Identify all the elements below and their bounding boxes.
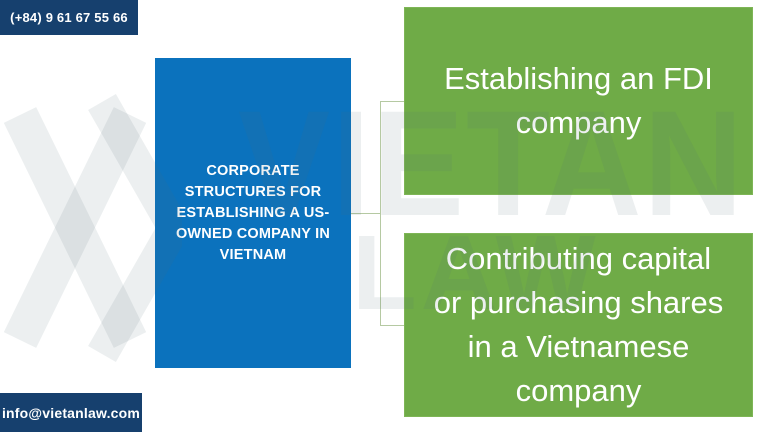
email-address: info@vietanlaw.com — [1, 404, 141, 421]
connector-spine-to-child-1 — [380, 101, 404, 102]
email-badge: info@vietanlaw.com — [0, 393, 142, 432]
child-node-fdi-label: Establishing an FDI company — [444, 61, 713, 140]
root-node-corporate-structures: CORPORATE STRUCTURES FOR ESTABLISHING A … — [155, 58, 351, 368]
connector-spine-to-child-2 — [380, 325, 404, 326]
child-node-capital-contribution: Contributing capital or purchasing share… — [404, 233, 753, 417]
child-node-capital-label: Contributing capital or purchasing share… — [433, 241, 724, 408]
connector-root-to-spine — [351, 213, 380, 214]
phone-badge: (+84) 9 61 67 55 66 — [0, 0, 138, 35]
child-node-fdi-company: Establishing an FDI company — [404, 7, 753, 195]
root-node-label: CORPORATE STRUCTURES FOR ESTABLISHING A … — [175, 162, 331, 263]
phone-number: (+84) 9 61 67 55 66 — [10, 10, 128, 25]
connector-spine — [380, 101, 381, 325]
